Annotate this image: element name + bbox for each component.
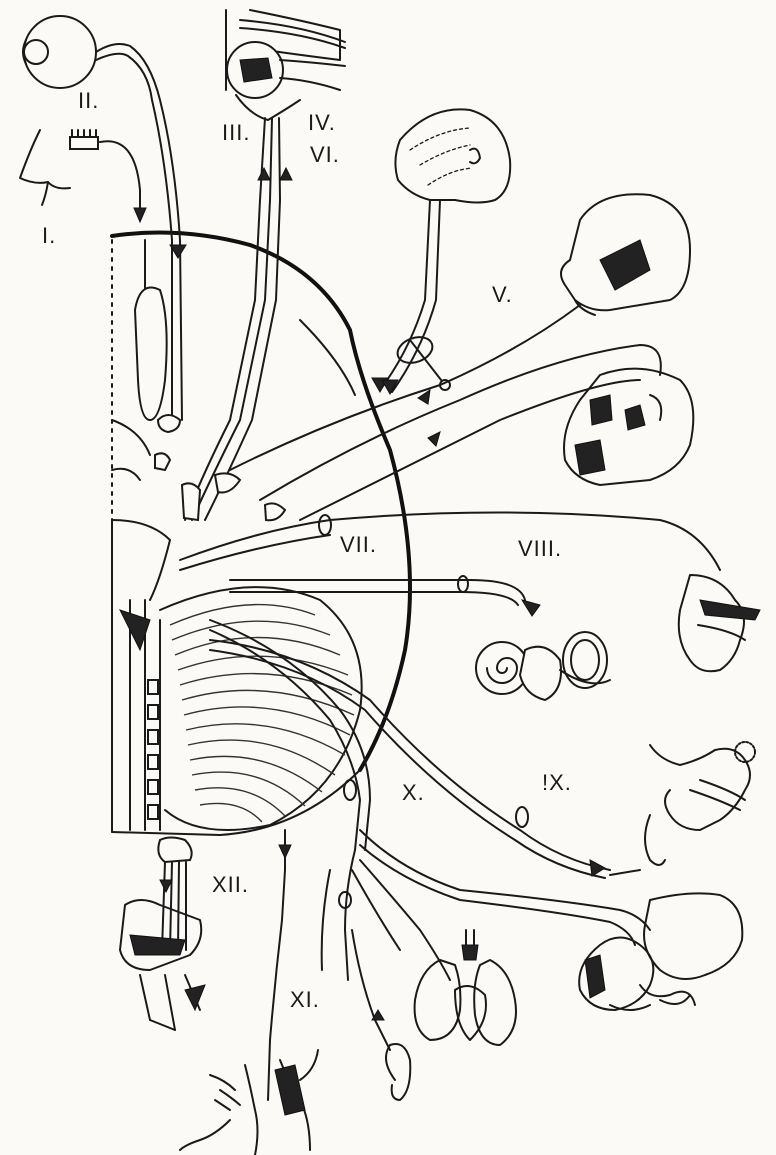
- label-nerve-viii: VIII.: [518, 536, 562, 561]
- head-profile-icon: [395, 109, 510, 202]
- label-nerve-xi: XI.: [290, 987, 320, 1012]
- label-nerve-x: X.: [402, 780, 425, 805]
- lung-right-icon: [474, 960, 516, 1045]
- label-nerve-vii: VII.: [340, 532, 377, 557]
- label-nerve-i: I.: [42, 223, 56, 248]
- label-nerve-ix: !X.: [542, 770, 572, 795]
- ear-icon: [386, 1044, 410, 1100]
- nose-profile: [20, 130, 70, 188]
- lung-left-icon: [415, 960, 461, 1040]
- label-nerve-xii: XII.: [212, 872, 249, 897]
- pharynx-icon: [650, 745, 750, 830]
- nerve-x-vagus: [210, 620, 742, 1100]
- nerve-iii-iv-vi-eye-muscles: [155, 10, 345, 520]
- label-nerve-v: V.: [492, 282, 513, 307]
- nerve-xii-hypoglossal: [120, 838, 205, 1031]
- medulla: [112, 420, 170, 830]
- midbrain-fold: [300, 320, 355, 395]
- label-nerve-ii: II.: [78, 88, 99, 113]
- label-nerve-iii: III.: [222, 120, 250, 145]
- nerve-i-olfactory: [20, 130, 167, 420]
- stomach-icon: [644, 893, 742, 979]
- face-tongue-icon: [679, 575, 744, 671]
- label-nerve-iv: IV.: [308, 110, 336, 135]
- nerve-vii-viii: [180, 513, 760, 701]
- cochlea-icon: [476, 642, 528, 694]
- label-nerve-vi: VI.: [310, 142, 340, 167]
- nerve-labels: I. II. III. IV. VI. V. VII. VIII. !X. X.…: [42, 88, 572, 1012]
